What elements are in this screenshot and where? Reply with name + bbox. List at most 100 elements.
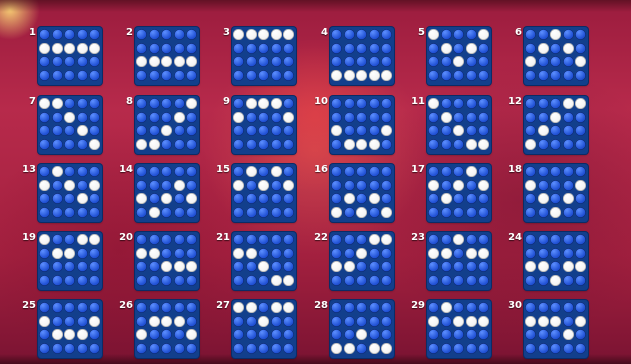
inactive-cell [271, 207, 282, 218]
inactive-cell [550, 98, 561, 109]
payline-number: 7 [22, 96, 36, 108]
inactive-cell [563, 343, 574, 354]
payline-board [524, 27, 588, 85]
inactive-cell [174, 193, 185, 204]
inactive-cell [246, 261, 257, 272]
inactive-cell [575, 302, 586, 313]
inactive-cell [271, 125, 282, 136]
inactive-cell [478, 43, 489, 54]
inactive-cell [258, 234, 269, 245]
inactive-cell [441, 125, 452, 136]
inactive-cell [331, 275, 342, 286]
inactive-cell [428, 234, 439, 245]
active-cell [466, 316, 477, 327]
inactive-cell [136, 180, 147, 191]
inactive-cell [525, 112, 536, 123]
payline-board [135, 232, 199, 290]
inactive-cell [39, 139, 50, 150]
payline-board [38, 300, 102, 358]
inactive-cell [369, 329, 380, 340]
active-cell [149, 139, 160, 150]
inactive-cell [186, 139, 197, 150]
inactive-cell [233, 43, 244, 54]
active-cell [441, 302, 452, 313]
inactive-cell [575, 234, 586, 245]
inactive-cell [331, 166, 342, 177]
active-cell [246, 98, 257, 109]
active-cell [525, 180, 536, 191]
payline-20: 20 [119, 232, 199, 288]
inactive-cell [233, 316, 244, 327]
inactive-cell [52, 125, 63, 136]
inactive-cell [369, 98, 380, 109]
inactive-cell [538, 70, 549, 81]
inactive-cell [441, 29, 452, 40]
active-cell [161, 56, 172, 67]
active-cell [149, 248, 160, 259]
inactive-cell [89, 329, 100, 340]
active-cell [39, 43, 50, 54]
inactive-cell [453, 248, 464, 259]
inactive-cell [161, 275, 172, 286]
inactive-cell [52, 139, 63, 150]
inactive-cell [563, 234, 574, 245]
inactive-cell [161, 207, 172, 218]
inactive-cell [538, 180, 549, 191]
inactive-cell [258, 329, 269, 340]
payline-10: 10 [314, 96, 394, 152]
inactive-cell [369, 275, 380, 286]
active-cell [550, 207, 561, 218]
payline-number: 16 [314, 164, 328, 176]
inactive-cell [161, 180, 172, 191]
inactive-cell [39, 166, 50, 177]
inactive-cell [52, 29, 63, 40]
inactive-cell [525, 125, 536, 136]
inactive-cell [563, 316, 574, 327]
active-cell [149, 207, 160, 218]
inactive-cell [563, 70, 574, 81]
active-cell [89, 234, 100, 245]
active-cell [331, 207, 342, 218]
active-cell [77, 193, 88, 204]
inactive-cell [174, 125, 185, 136]
inactive-cell [344, 180, 355, 191]
inactive-cell [258, 43, 269, 54]
inactive-cell [453, 261, 464, 272]
inactive-cell [428, 343, 439, 354]
active-cell [563, 98, 574, 109]
inactive-cell [233, 275, 244, 286]
inactive-cell [356, 56, 367, 67]
inactive-cell [174, 234, 185, 245]
payline-number: 15 [216, 164, 230, 176]
payline-12: 12 [508, 96, 588, 152]
inactive-cell [283, 343, 294, 354]
payline-2: 2 [119, 27, 199, 83]
inactive-cell [356, 234, 367, 245]
inactive-cell [466, 261, 477, 272]
inactive-cell [89, 302, 100, 313]
inactive-cell [77, 275, 88, 286]
inactive-cell [233, 193, 244, 204]
payline-29: 29 [411, 300, 491, 356]
inactive-cell [550, 166, 561, 177]
active-cell [271, 29, 282, 40]
inactive-cell [89, 275, 100, 286]
inactive-cell [258, 139, 269, 150]
inactive-cell [381, 302, 392, 313]
active-cell [233, 302, 244, 313]
inactive-cell [258, 70, 269, 81]
inactive-cell [428, 207, 439, 218]
inactive-cell [466, 343, 477, 354]
inactive-cell [538, 248, 549, 259]
inactive-cell [563, 139, 574, 150]
active-cell [550, 112, 561, 123]
inactive-cell [441, 343, 452, 354]
active-cell [466, 139, 477, 150]
active-cell [246, 248, 257, 259]
inactive-cell [428, 43, 439, 54]
active-cell [283, 29, 294, 40]
active-cell [428, 248, 439, 259]
inactive-cell [563, 125, 574, 136]
inactive-cell [271, 43, 282, 54]
inactive-cell [441, 234, 452, 245]
